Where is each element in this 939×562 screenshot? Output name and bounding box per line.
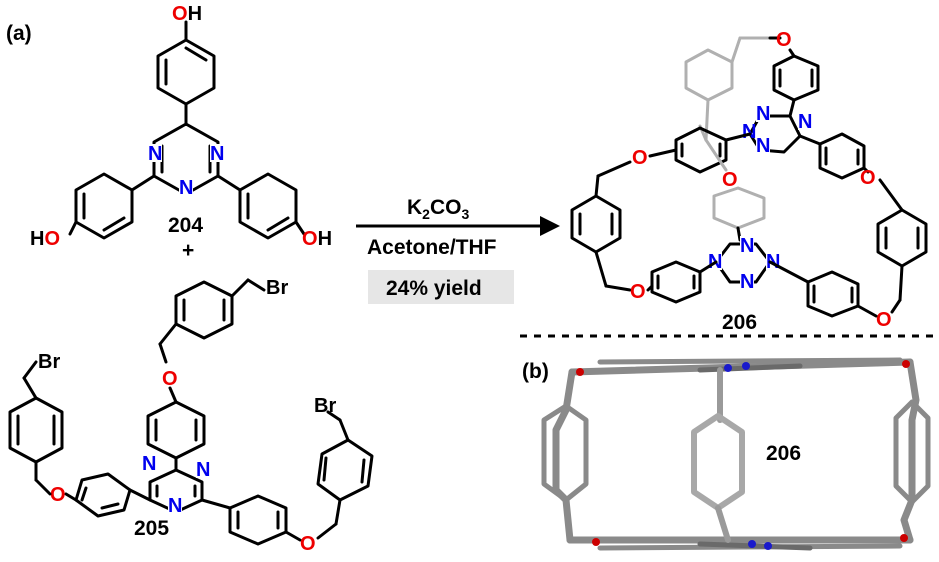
atom-o: O bbox=[776, 29, 792, 51]
ring-206-faded-middle bbox=[712, 186, 766, 230]
compound-206-structure: O N N N N O O O bbox=[570, 29, 928, 331]
atom-n: N bbox=[196, 459, 210, 481]
atom-n: N bbox=[766, 251, 780, 273]
panel-label-b: (b) bbox=[522, 360, 549, 383]
atom-o: O bbox=[162, 368, 178, 390]
atom-o: O bbox=[300, 533, 316, 555]
compound-label-206: 206 bbox=[722, 311, 757, 334]
atom-br: Br bbox=[314, 395, 336, 417]
atom-n: N bbox=[798, 111, 812, 133]
atom-oh-top: OH bbox=[172, 3, 202, 25]
atom-br: Br bbox=[38, 351, 60, 373]
reaction-yield: 24% yield bbox=[386, 277, 482, 300]
atom-o: O bbox=[632, 147, 648, 169]
panel-label-a: (a) bbox=[6, 22, 32, 45]
compound-205-structure: Br O N N N O Br bbox=[8, 277, 374, 555]
atom-br: Br bbox=[266, 277, 288, 299]
atom-n: N bbox=[756, 103, 770, 125]
yield-box bbox=[368, 270, 514, 304]
plus-sign: + bbox=[182, 239, 194, 262]
atom-ho-left: HO bbox=[30, 228, 60, 250]
reaction-solvent: Acetone/THF bbox=[367, 236, 497, 259]
crystal-structure-206 bbox=[541, 357, 931, 551]
atom-n: N bbox=[756, 135, 770, 157]
ring-206-left-front-phenyl bbox=[674, 126, 728, 174]
atom-o: O bbox=[722, 169, 738, 191]
compound-204-structure: OH HO OH N N N bbox=[30, 3, 332, 250]
atom-n: N bbox=[742, 121, 756, 143]
atom-n: N bbox=[168, 495, 182, 517]
reaction-arrowhead bbox=[540, 216, 560, 236]
atom-o: O bbox=[630, 281, 646, 303]
ring-206-faded-back bbox=[684, 48, 734, 102]
atom-n: N bbox=[142, 453, 156, 475]
reagent-k2co3: K2CO3 bbox=[407, 196, 469, 222]
atom-o: O bbox=[50, 484, 66, 506]
atom-o: O bbox=[876, 309, 892, 331]
atom-n: N bbox=[148, 143, 162, 165]
atom-n: N bbox=[740, 235, 754, 257]
compound-label-204: 204 bbox=[168, 214, 203, 237]
compound-label-205: 205 bbox=[134, 517, 169, 540]
atom-n: N bbox=[740, 271, 754, 293]
atom-o: O bbox=[860, 167, 876, 189]
ring-206-bottom-left-phenyl bbox=[650, 260, 702, 304]
crystal-label-206: 206 bbox=[766, 442, 801, 465]
ring-205-center-phenyl bbox=[146, 400, 206, 460]
atom-oh-right: OH bbox=[302, 228, 332, 250]
atom-n: N bbox=[210, 143, 224, 165]
atom-n: N bbox=[179, 177, 193, 199]
